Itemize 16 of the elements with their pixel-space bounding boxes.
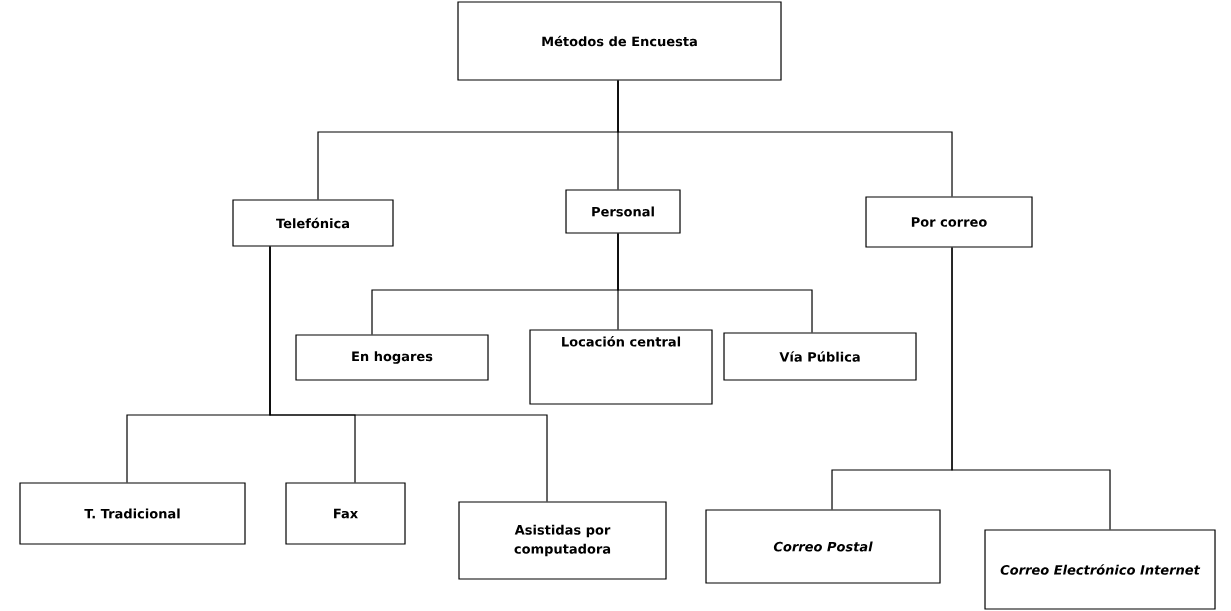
connector-line bbox=[269, 246, 548, 502]
box: Correo Electrónico Internet bbox=[984, 529, 1216, 610]
box: Correo Postal bbox=[705, 509, 941, 584]
box: Telefónica bbox=[232, 199, 394, 247]
box: Locación central bbox=[529, 329, 713, 405]
connector-line bbox=[617, 80, 953, 197]
box: En hogares bbox=[295, 334, 489, 381]
box: Fax bbox=[285, 482, 406, 545]
box: Asistidas por computadora bbox=[458, 501, 667, 580]
connector-line bbox=[617, 233, 813, 333]
connector-line bbox=[951, 247, 1111, 530]
box: Personal bbox=[565, 189, 681, 234]
box: Métodos de Encuesta bbox=[457, 1, 782, 81]
box: Por correo bbox=[865, 196, 1033, 248]
box: T. Tradicional bbox=[19, 482, 246, 545]
box: Vía Pública bbox=[723, 332, 917, 381]
